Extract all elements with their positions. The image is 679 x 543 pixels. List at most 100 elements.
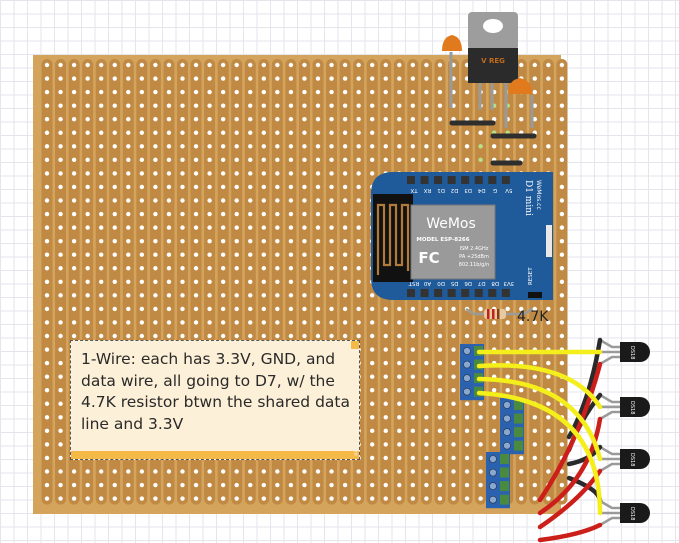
hole — [58, 157, 63, 163]
hole — [71, 482, 77, 488]
hole — [275, 225, 280, 230]
hole — [288, 252, 294, 257]
hole — [437, 103, 443, 108]
hole — [546, 401, 551, 406]
capacitor[interactable] — [442, 35, 462, 51]
note-fold-corner — [351, 341, 359, 349]
hole — [491, 401, 497, 406]
pin-label: D7 — [477, 280, 485, 286]
hole — [112, 171, 117, 176]
hole — [519, 496, 524, 501]
hole — [491, 388, 497, 393]
reset-button[interactable] — [528, 292, 542, 298]
hole — [329, 184, 334, 190]
hole — [85, 117, 90, 122]
hole — [261, 144, 266, 149]
spec-line: 802.11b/g/n — [459, 262, 489, 268]
hole — [44, 360, 50, 366]
hole — [288, 482, 294, 488]
hole — [261, 293, 266, 298]
hole — [85, 469, 90, 474]
capacitor[interactable] — [508, 78, 532, 94]
hole — [437, 333, 443, 339]
hole — [356, 157, 361, 163]
hole — [505, 374, 510, 379]
wire[interactable] — [537, 522, 603, 543]
wire[interactable] — [476, 363, 603, 410]
hole — [559, 198, 565, 203]
hole — [193, 144, 199, 149]
hole — [275, 333, 280, 339]
hole — [370, 144, 375, 149]
hole — [397, 62, 402, 68]
hole — [505, 320, 510, 325]
ds18b20-sensor[interactable]: DS18 — [599, 499, 650, 527]
hole — [356, 198, 361, 203]
hole — [410, 117, 416, 122]
wire[interactable] — [537, 416, 603, 516]
hole — [139, 279, 145, 284]
hole — [153, 184, 158, 190]
hole — [410, 144, 416, 149]
hole — [424, 496, 429, 501]
hole — [248, 225, 253, 230]
hole — [248, 62, 253, 68]
hole — [342, 238, 348, 244]
resistor-4k7[interactable]: 4.7K — [465, 307, 549, 325]
resistor-band — [497, 309, 500, 319]
hole — [234, 198, 239, 203]
screw-icon — [463, 374, 471, 382]
terminal-block[interactable] — [486, 452, 510, 509]
pin-label: D0 — [437, 280, 445, 286]
hole — [248, 496, 253, 501]
hole — [58, 184, 63, 190]
terminal-block[interactable] — [500, 398, 524, 455]
hole — [58, 401, 63, 406]
hole — [153, 333, 158, 339]
ds18b20-sensor[interactable]: DS18 — [599, 393, 650, 421]
hole — [44, 76, 50, 81]
hole — [370, 469, 375, 474]
hole — [126, 293, 131, 298]
hole — [356, 144, 361, 149]
hole — [234, 225, 239, 230]
wemos-d1-mini[interactable]: WeMos MODEL ESP-8266 FC ISM 2.4GHz PA +2… — [371, 172, 553, 300]
hole — [451, 482, 456, 488]
hole — [491, 428, 497, 434]
hole — [180, 89, 185, 95]
hole — [85, 157, 90, 163]
hole — [424, 76, 429, 81]
wire[interactable] — [476, 376, 603, 462]
annotation-note[interactable]: 1-Wire: each has 3.3V, GND, and data wir… — [70, 340, 360, 460]
hole — [424, 333, 429, 339]
hole — [356, 89, 361, 95]
hole — [166, 225, 172, 230]
hole — [207, 306, 212, 312]
pin-label: D6 — [464, 280, 472, 286]
spec-line: PA +25dBm — [459, 254, 489, 260]
wire[interactable] — [476, 390, 603, 516]
hole — [126, 211, 131, 217]
resize-grip-icon[interactable]: ⠿ — [353, 451, 359, 458]
hole — [437, 157, 443, 163]
hole — [58, 62, 63, 68]
wire[interactable] — [537, 361, 603, 503]
hole — [288, 306, 294, 312]
hole — [99, 130, 104, 135]
hole — [356, 103, 361, 108]
hole — [532, 333, 537, 339]
voltage-regulator[interactable]: V REG — [442, 12, 534, 128]
hole — [559, 482, 565, 488]
hole — [315, 320, 321, 325]
hole — [85, 89, 90, 95]
hole — [532, 157, 537, 163]
hole — [166, 496, 172, 501]
ds18b20-sensor[interactable]: DS18 — [599, 445, 650, 473]
hole — [342, 211, 348, 217]
hole — [451, 144, 456, 149]
hole — [288, 266, 294, 271]
hole — [261, 184, 266, 190]
ds18b20-sensor[interactable]: DS18 — [599, 338, 650, 366]
hole — [220, 157, 226, 163]
module-site: WeMos.cc — [535, 180, 542, 210]
